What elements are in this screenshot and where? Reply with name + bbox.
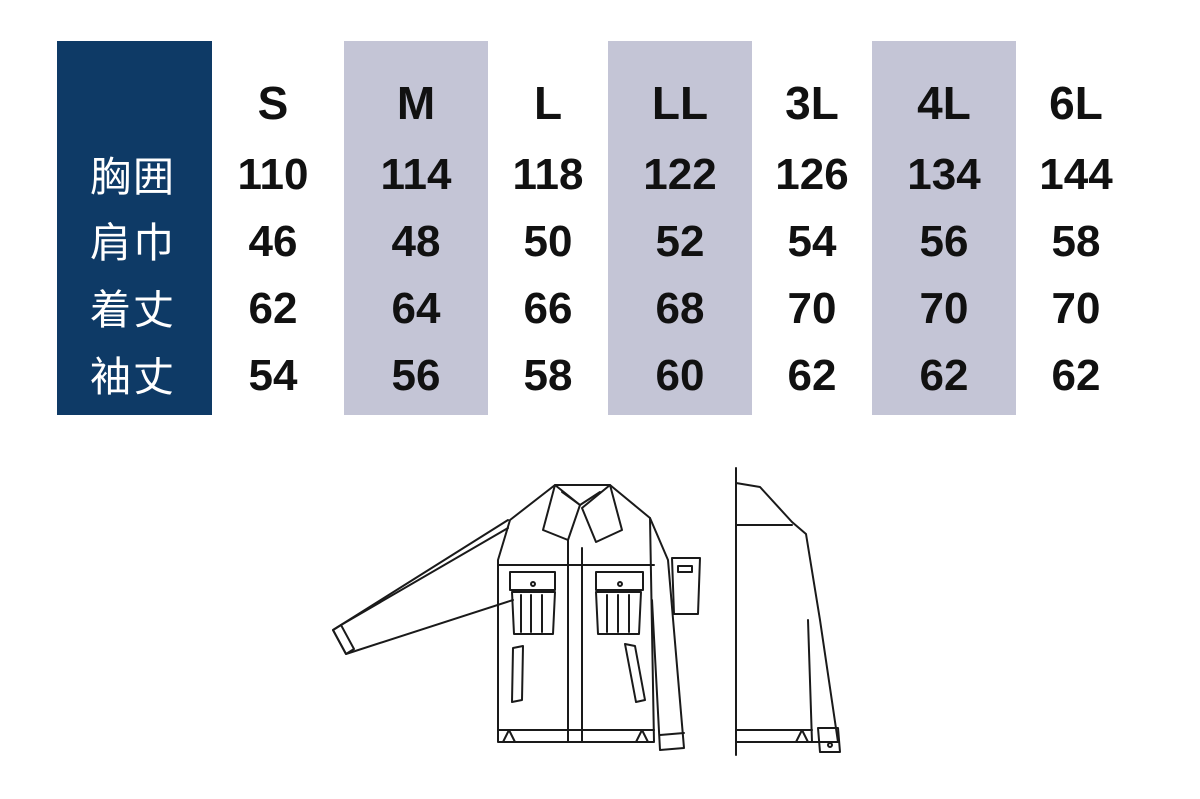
row-label-chest: 胸囲 [90,153,176,201]
label-column-background [57,41,212,415]
table-cell: 118 [512,150,584,199]
table-cell: 114 [380,150,452,199]
row-label-length: 着丈 [90,286,176,334]
table-cell: 56 [919,217,969,266]
table-cell: 144 [1039,150,1113,199]
table-cell: 54 [248,351,298,400]
table-cell: 50 [523,217,573,266]
table-cell: 54 [787,217,837,266]
table-cell: 64 [391,284,441,333]
table-cell: 126 [775,150,849,199]
table-cell: 56 [391,351,441,400]
size-header-6l: 6L [1049,77,1103,129]
row-label-sleeve: 袖丈 [90,353,176,401]
work-jacket-front-side-icon [332,467,841,756]
size-header-m: M [396,77,436,129]
table-cell: 68 [655,284,705,333]
table-cell: 122 [643,150,717,199]
table-cell: 70 [919,284,969,333]
shaded-column-ll [608,41,752,415]
table-cell: 70 [787,284,837,333]
size-header-ll: LL [651,77,709,129]
table-cell: 134 [907,150,981,199]
shaded-column-m [344,41,488,415]
size-header-s: S [257,77,289,129]
shaded-column-4l [872,41,1016,415]
table-cell: 52 [655,217,705,266]
table-cell: 62 [787,351,837,400]
table-cell: 60 [655,351,705,400]
size-header-3l: 3L [785,77,839,129]
table-cell: 70 [1051,284,1101,333]
table-cell: 62 [919,351,969,400]
row-label-shoulder: 肩巾 [90,219,176,267]
table-cell: 58 [523,351,573,400]
table-cell: 62 [248,284,298,333]
table-cell: 58 [1051,217,1101,266]
size-header-l: L [533,77,563,129]
table-cell: 46 [248,217,298,266]
table-cell: 48 [391,217,441,266]
size-header-4l: 4L [917,77,971,129]
table-cell: 66 [523,284,573,333]
table-cell: 62 [1051,351,1101,400]
table-cell: 110 [237,150,309,199]
